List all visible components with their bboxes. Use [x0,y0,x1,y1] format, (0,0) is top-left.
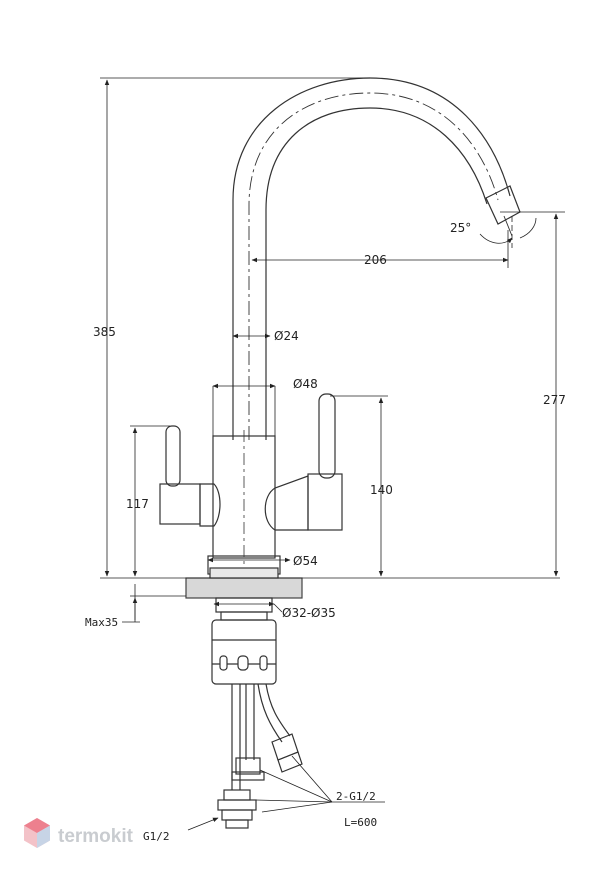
dim-hose-length: L=600 [344,816,377,829]
dim-body-height: 140 [370,483,393,497]
dimension-labels: 385 277 206 25° Ø24 Ø48 Ø54 140 117 Ø32-… [85,221,566,843]
countertop [185,567,303,599]
dimension-lines [100,77,565,831]
dim-inlet-thread: G1/2 [143,830,170,843]
dim-reach: 206 [364,253,387,267]
faucet-body [207,430,281,575]
dim-max-counter: Max35 [85,616,118,629]
watermark-brand: termokit [58,826,134,847]
dim-outlet-height: 277 [543,393,566,407]
dim-mount-hole: Ø32-Ø35 [282,606,336,620]
dim-thread: 2-G1/2 [336,790,376,803]
mounting-assembly [211,597,277,685]
dim-swivel-angle: 25° [450,221,471,235]
dim-spout-diameter: Ø24 [274,329,299,343]
hose-fittings [217,733,303,829]
watermark: termokit [24,818,134,848]
hexagon-logo-icon [24,818,50,848]
right-handle [264,393,343,531]
dim-body-diameter-top: Ø48 [293,377,318,391]
dim-handle-height: 117 [126,497,149,511]
dim-body-diameter-base: Ø54 [293,554,318,568]
left-handle [159,425,221,527]
dim-total-height: 385 [93,325,116,339]
